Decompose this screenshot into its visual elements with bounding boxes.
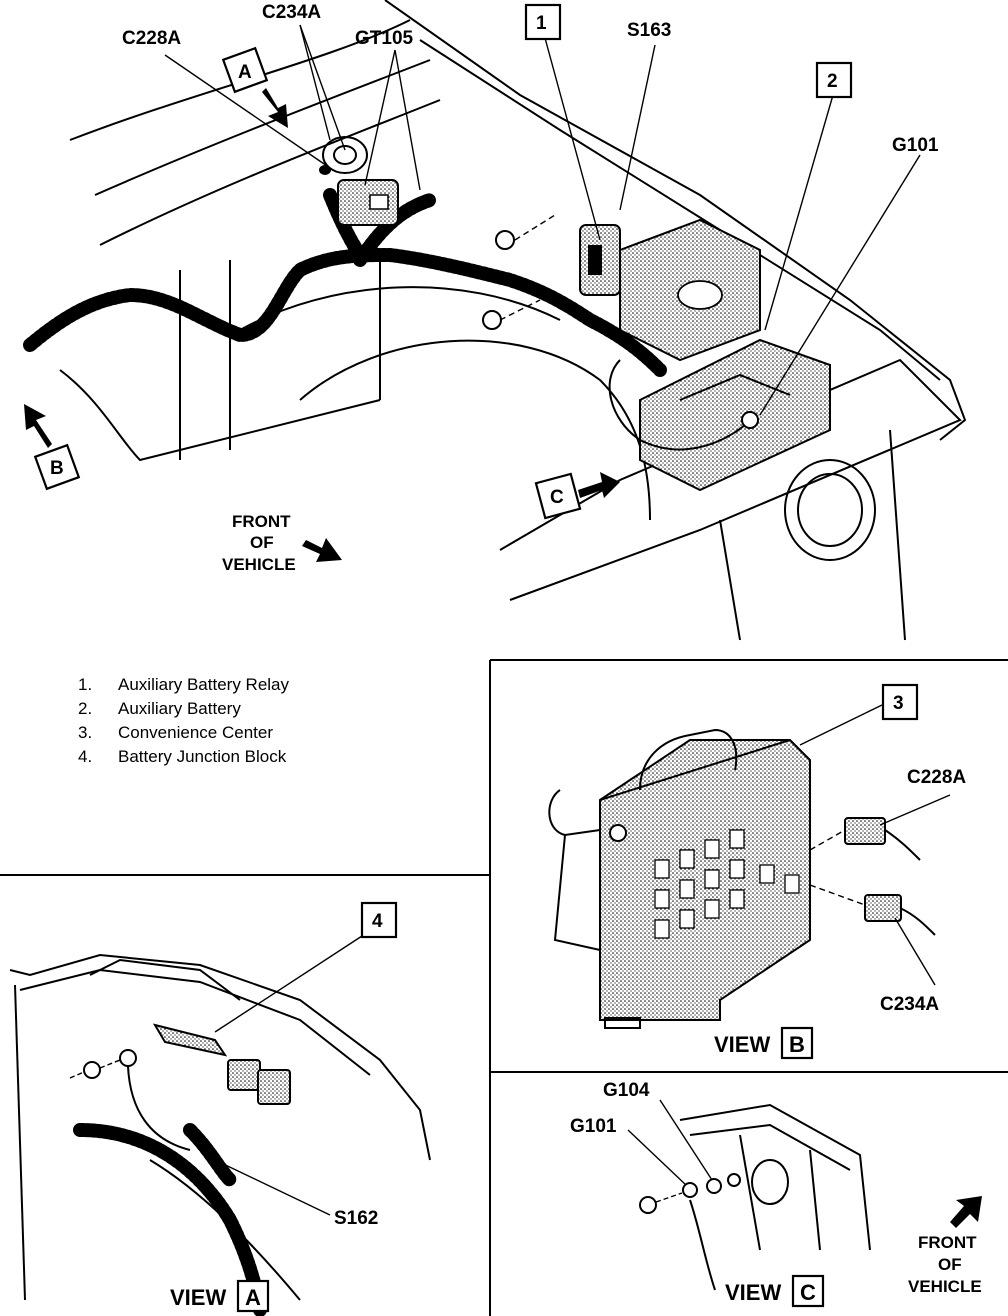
legend-text-4: Battery Junction Block bbox=[118, 747, 287, 766]
view-ref-a: A bbox=[221, 46, 288, 128]
view-a: 4 S162 VIEW A bbox=[9, 901, 431, 1316]
svg-text:A: A bbox=[238, 62, 252, 83]
callout-c228a: C228A bbox=[122, 28, 181, 49]
svg-text:VEHICLE: VEHICLE bbox=[222, 555, 296, 574]
panel-borders bbox=[0, 659, 1008, 1316]
legend-num-2: 2. bbox=[78, 699, 92, 718]
callout-c234a-view-b: C234A bbox=[880, 994, 939, 1015]
view-c-letter: C bbox=[800, 1280, 816, 1305]
callout-s163: S163 bbox=[627, 20, 671, 41]
legend-text-3: Convenience Center bbox=[118, 723, 273, 742]
legend: 1. Auxiliary Battery Relay 2. Auxiliary … bbox=[78, 675, 290, 766]
callout-gt105: GT105 bbox=[355, 28, 414, 49]
svg-text:FRONT: FRONT bbox=[918, 1233, 977, 1252]
legend-text-2: Auxiliary Battery bbox=[118, 699, 241, 718]
number-box-2: 2 bbox=[827, 71, 838, 92]
view-a-title: VIEW bbox=[170, 1285, 226, 1310]
svg-text:OF: OF bbox=[250, 533, 274, 552]
view-b-letter: B bbox=[789, 1032, 805, 1057]
callout-s162: S162 bbox=[334, 1208, 378, 1229]
view-c: G104 G101 FRONT OF VEHICLE VIEW C bbox=[570, 1080, 982, 1308]
svg-text:FRONT: FRONT bbox=[232, 512, 291, 531]
number-box-1: 1 bbox=[536, 13, 547, 34]
svg-text:C: C bbox=[550, 487, 564, 508]
front-of-vehicle-label: FRONT OF VEHICLE bbox=[222, 512, 342, 574]
number-box-4: 4 bbox=[372, 911, 383, 932]
view-ref-c: C bbox=[534, 472, 620, 520]
view-b-title: VIEW bbox=[714, 1032, 770, 1057]
legend-text-1: Auxiliary Battery Relay bbox=[118, 675, 290, 694]
fuse-grid bbox=[654, 829, 800, 939]
view-a-letter: A bbox=[245, 1285, 261, 1310]
callout-g101: G101 bbox=[892, 135, 939, 156]
callout-c234a: C234A bbox=[262, 2, 321, 23]
svg-text:OF: OF bbox=[938, 1255, 962, 1274]
legend-num-1: 1. bbox=[78, 675, 92, 694]
svg-text:VEHICLE: VEHICLE bbox=[908, 1277, 982, 1296]
svg-text:B: B bbox=[50, 458, 64, 479]
main-view: C228A C234A GT105 S163 G101 1 2 A B C bbox=[23, 0, 967, 641]
callout-c228a-view-b: C228A bbox=[907, 767, 966, 788]
view-c-title: VIEW bbox=[725, 1280, 781, 1305]
front-of-vehicle-label-view-c: FRONT OF VEHICLE bbox=[908, 1196, 982, 1296]
legend-num-4: 4. bbox=[78, 747, 92, 766]
callout-g104: G104 bbox=[603, 1080, 650, 1101]
legend-num-3: 3. bbox=[78, 723, 92, 742]
number-box-3: 3 bbox=[893, 693, 904, 714]
view-ref-b: B bbox=[24, 404, 81, 491]
view-b: 3 C228A C234A VIEW B bbox=[548, 683, 966, 1060]
callout-g101-view-c: G101 bbox=[570, 1116, 617, 1137]
